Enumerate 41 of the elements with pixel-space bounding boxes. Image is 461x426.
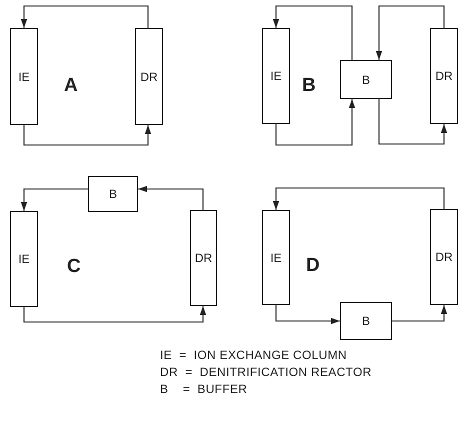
- flow-arrow: [392, 305, 448, 322]
- node-label: B: [362, 315, 370, 327]
- buffer-box: [88, 176, 138, 212]
- column-box: [190, 210, 217, 306]
- flow-arrow: [272, 5, 353, 60]
- buffer-box: [340, 302, 392, 340]
- flow-arrow: [23, 306, 206, 323]
- panel-letter: C: [67, 257, 81, 276]
- panel-letter: A: [64, 76, 78, 95]
- column-box: [10, 211, 38, 307]
- flow-arrow: [378, 99, 448, 145]
- column-box: [135, 28, 163, 125]
- column-box: [430, 28, 458, 124]
- node-label: IE: [270, 252, 282, 264]
- panel-letter: B: [302, 76, 316, 95]
- column-box: [262, 28, 290, 124]
- flow-arrow: [275, 99, 356, 146]
- key-text: B = BUFFER: [160, 383, 248, 395]
- flow-arrow: [138, 186, 204, 210]
- key-text: IE = ION EXCHANGE COLUMN: [160, 349, 347, 361]
- buffer-box: [340, 60, 392, 99]
- panel-letter: D: [306, 256, 320, 275]
- flow-arrow: [376, 5, 445, 60]
- node-label: B: [362, 74, 370, 86]
- flow-arrow: [20, 5, 149, 28]
- column-box: [430, 209, 458, 305]
- flow-arrow: [20, 188, 88, 211]
- column-box: [262, 210, 290, 305]
- node-label: DR: [140, 70, 158, 82]
- node-label: IE: [18, 70, 30, 82]
- node-label: B: [108, 188, 117, 200]
- flow-arrow: [275, 305, 340, 324]
- node-label: DR: [435, 251, 453, 263]
- node-label: DR: [194, 252, 212, 264]
- key-text: DR = DENITRIFICATION REACTOR: [160, 366, 372, 378]
- flow-arrow: [272, 187, 445, 210]
- node-label: DR: [435, 70, 453, 82]
- column-box: [10, 28, 38, 125]
- node-label: IE: [270, 70, 282, 82]
- flow-arrow: [23, 125, 152, 146]
- node-label: IE: [18, 253, 30, 265]
